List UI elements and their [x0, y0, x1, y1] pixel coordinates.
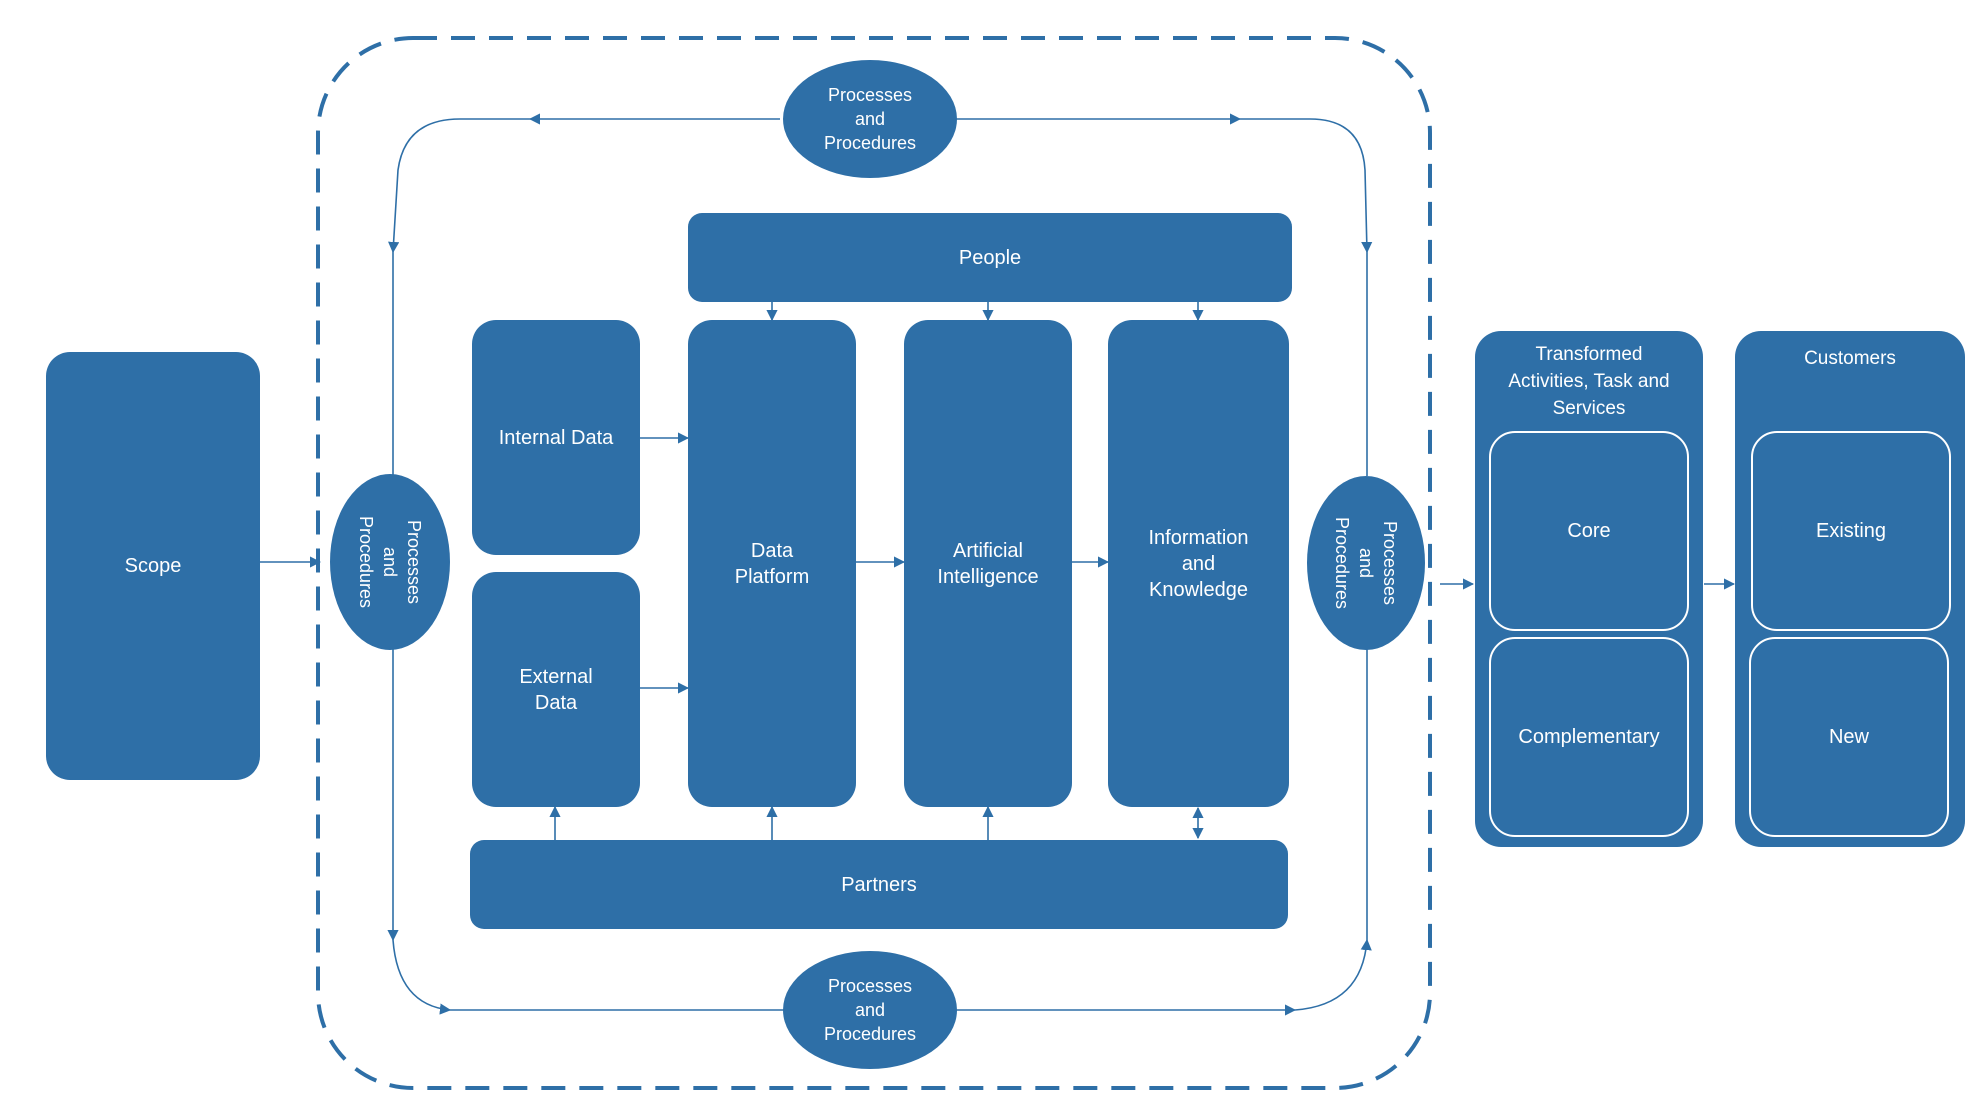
- core-box: Core: [1489, 431, 1689, 631]
- customers-title: Customers: [1804, 348, 1896, 369]
- existing-box: Existing: [1751, 431, 1951, 631]
- complementary-label: Complementary: [1518, 726, 1660, 748]
- process-ellipse-right: Processes and Procedures: [1307, 476, 1425, 650]
- transformed-group: Transformed Activities, Task and Service…: [1475, 331, 1703, 847]
- curve-top-left: [388, 118, 530, 254]
- process-ellipse-top: Processes and Procedures: [783, 60, 957, 178]
- curve-bottom-left: [392, 939, 452, 1015]
- partners-box: Partners: [470, 840, 1288, 929]
- external-data-box: External Data: [472, 572, 640, 807]
- partners-label: Partners: [841, 873, 917, 896]
- process-left-label: Processes and Procedures: [356, 515, 424, 609]
- scope-label: Scope: [124, 555, 182, 577]
- curve-top-right: [1240, 118, 1373, 254]
- data-platform-label: Data Platform: [734, 539, 810, 588]
- external-data-label: External Data: [519, 665, 593, 714]
- artificial-intelligence-box: Artificial Intelligence: [904, 320, 1072, 807]
- process-ellipse-left: Processes and Procedures: [330, 474, 450, 650]
- people-label: People: [958, 246, 1022, 269]
- curve-bottom-right: [1294, 938, 1372, 1011]
- core-label: Core: [1567, 520, 1611, 542]
- complementary-box: Complementary: [1489, 637, 1689, 837]
- existing-label: Existing: [1815, 520, 1887, 542]
- process-ellipse-bottom: Processes and Procedures: [783, 951, 957, 1069]
- transformed-title: Transformed Activities, Task and Service…: [1508, 344, 1670, 419]
- internal-data-label: Internal Data: [498, 426, 614, 449]
- process-bottom-label: Processes and Procedures: [823, 976, 917, 1044]
- data-platform-box: Data Platform: [688, 320, 856, 807]
- information-knowledge-label: Information and Knowledge: [1148, 526, 1249, 601]
- artificial-intelligence-label: Artificial Intelligence: [937, 539, 1039, 588]
- new-box: New: [1749, 637, 1949, 837]
- customers-group: Customers Existing New: [1735, 331, 1965, 847]
- new-label: New: [1828, 726, 1869, 748]
- process-right-label: Processes and Procedures: [1332, 516, 1400, 610]
- process-top-label: Processes and Procedures: [823, 85, 917, 153]
- internal-data-box: Internal Data: [472, 320, 640, 555]
- people-box: People: [688, 213, 1292, 302]
- information-knowledge-box: Information and Knowledge: [1108, 320, 1289, 807]
- scope-box: Scope: [46, 352, 260, 780]
